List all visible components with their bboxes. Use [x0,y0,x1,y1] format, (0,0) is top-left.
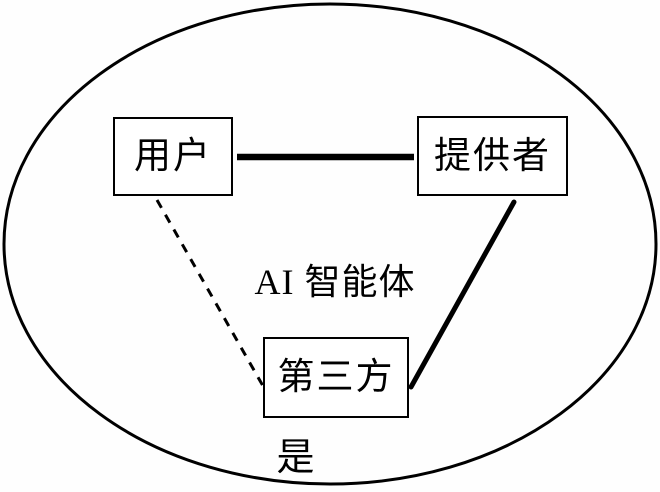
edge-provider-thirdparty-line [408,199,517,390]
node-user: 用户 [113,117,233,196]
boundary-ellipse [2,2,658,486]
edge-user-thirdparty-dashed-line [155,199,265,387]
node-provider: 提供者 [417,116,568,196]
node-third-party-label: 第三方 [277,357,395,398]
node-user-label: 用户 [134,136,212,177]
node-third-party: 第三方 [263,337,409,418]
center-label: AI 智能体 [254,262,416,302]
node-provider-label: 提供者 [434,135,551,177]
bottom-label: 是 [276,437,316,479]
